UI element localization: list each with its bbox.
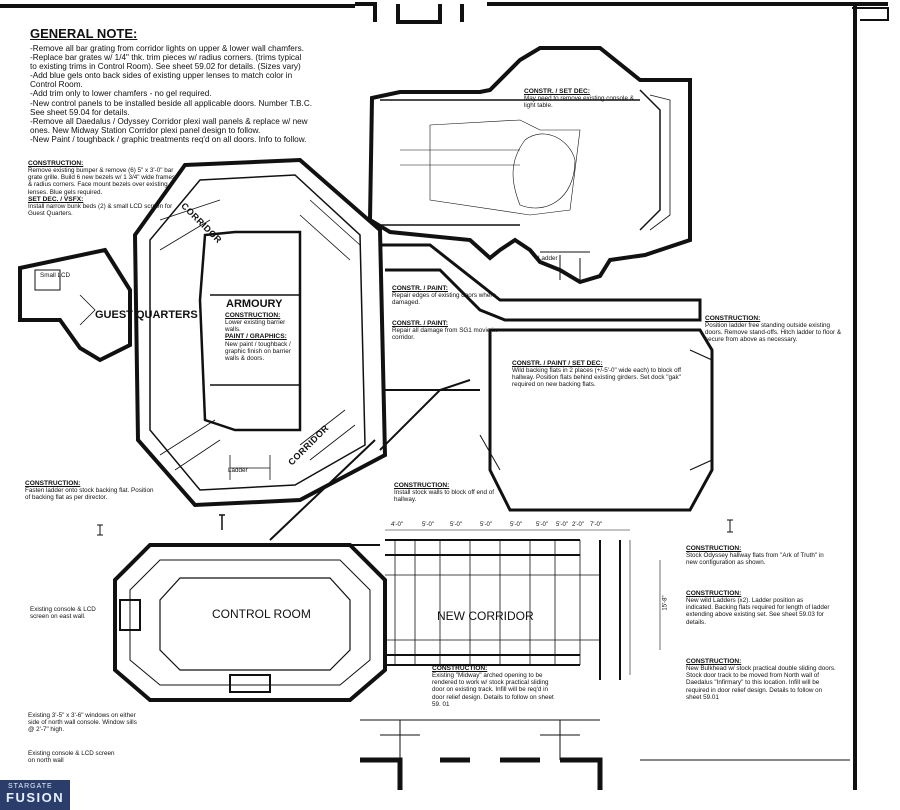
general-note: GENERAL NOTE: -Remove all bar grating fr…	[30, 26, 330, 145]
label-new-corridor: NEW CORRIDOR	[437, 609, 534, 623]
note-heading: CONSTRUCTION:	[432, 665, 488, 672]
note-hall-construction: CONSTRUCTION: Install stock walls to blo…	[394, 482, 499, 503]
dim-label: 5'-0"	[450, 522, 462, 528]
general-note-title: GENERAL NOTE:	[30, 26, 138, 41]
note-top-setdec: CONSTR. / SET DEC: May need to remove ex…	[524, 88, 634, 109]
dim-label: 5'-0"	[480, 522, 492, 528]
note-windows: Existing 3'-5" x 3'-6" windows on either…	[28, 712, 137, 734]
note-text: Wild backing flats in 2 places (+/-5'-0"…	[512, 367, 682, 389]
note-text: Repair edges of existing doors where dam…	[392, 292, 496, 307]
note-right-3: CONSTRUCTION: New Bulkhead w/ stock prac…	[686, 658, 836, 701]
general-note-line: -Add trim only to lower chamfers - no ge…	[30, 89, 212, 99]
label-small-lcd: Small LCD	[40, 272, 71, 279]
note-right-construction: CONSTRUCTION: Position ladder free stand…	[705, 315, 845, 344]
note-heading: PAINT / GRAPHICS:	[225, 333, 287, 341]
note-text: Remove existing bumper & remove (6) 5" x…	[28, 167, 176, 196]
dim-label: 7'-0"	[590, 522, 602, 528]
note-text: New paint / toughback / graphic finish o…	[225, 340, 291, 362]
note-heading: CONSTRUCTION:	[28, 160, 84, 167]
note-heading: CONSTRUCTION:	[25, 480, 81, 487]
note-text: New Bulkhead w/ stock practical double s…	[686, 665, 836, 701]
label-guest-quarters: GUEST QUARTERS	[95, 309, 198, 321]
general-note-line: See sheet 59.04 for details.	[30, 107, 130, 117]
note-text: May need to remove existing console & li…	[524, 95, 634, 110]
dim-label: 5'-0"	[510, 522, 522, 528]
general-note-line: -Add blue gels onto back sides of existi…	[30, 71, 293, 81]
note-mid-setdec: CONSTR. / PAINT / SET DEC: Wild backing …	[512, 360, 682, 389]
note-heading: CONSTRUCTION:	[394, 482, 450, 489]
general-note-line: to existing trims in Control Room). See …	[30, 61, 301, 71]
note-right-2: CONSTRUCTION: New wild Ladders (x2). Lad…	[686, 590, 831, 626]
note-heading: CONSTRUCTION:	[686, 545, 742, 552]
note-heading: CONSTR. / PAINT / SET DEC:	[512, 360, 603, 367]
note-paint-1: CONSTR. / PAINT: Repair edges of existin…	[392, 285, 502, 306]
dim-label: 5'-0"	[422, 522, 434, 528]
dim-label: 4'-0"	[391, 522, 403, 528]
note-heading: SET DEC. / VSFX:	[28, 195, 84, 203]
dim-vertical: 15'-8"	[662, 595, 669, 611]
note-heading: CONSTRUCTION:	[686, 590, 742, 597]
label-armoury: ARMOURY	[226, 298, 283, 310]
note-text: Install narrow bunk beds (2) & small LCD…	[28, 202, 173, 217]
note-text: Fasten ladder onto stock backing flat. P…	[25, 487, 154, 502]
note-console: Existing console & LCD screen on east wa…	[30, 606, 96, 621]
note-guest-construction: CONSTRUCTION: Remove existing bumper & r…	[28, 160, 178, 217]
general-note-line: -Remove all bar grating from corridor li…	[30, 43, 304, 53]
note-text: Lower existing barrier walls.	[225, 319, 286, 334]
note-text: Existing "Midway" arched opening to be r…	[432, 672, 554, 708]
label-control-room: CONTROL ROOM	[212, 607, 311, 621]
general-note-line: Control Room.	[30, 80, 83, 90]
badge-line-1: STARGATE	[8, 783, 53, 790]
note-bottom-construction: CONSTRUCTION: Existing "Midway" arched o…	[432, 665, 562, 708]
note-paint-2: CONSTR. / PAINT: Repair all damage from …	[392, 320, 502, 341]
dim-label: 5'-0"	[536, 522, 548, 528]
dim-label: 2'-0"	[572, 522, 584, 528]
note-text: Install stock walls to block off end of …	[394, 489, 494, 504]
note-left-construction: CONSTRUCTION: Fasten ladder onto stock b…	[25, 480, 155, 501]
note-text: Repair all damage from SG1 movie in corr…	[392, 327, 497, 342]
note-heading: CONSTR. / PAINT:	[392, 285, 448, 292]
note-armoury: CONSTRUCTION: Lower existing barrier wal…	[225, 312, 295, 362]
label-ladder-1: Ladder	[228, 467, 248, 474]
note-north-console: Existing console & LCD screen on north w…	[28, 750, 115, 765]
general-note-line: -Remove all Daedalus / Odyssey Corridor …	[30, 117, 308, 127]
general-note-line: -New control panels to be installed besi…	[30, 98, 313, 108]
badge-line-2: FUSION	[6, 790, 65, 805]
note-heading: CONSTR. / SET DEC:	[524, 88, 590, 95]
general-note-line: ones. New Midway Station Corridor plexi …	[30, 126, 261, 136]
label-ladder-2: Ladder	[538, 255, 558, 262]
note-text: Position ladder free standing outside ex…	[705, 322, 842, 344]
note-heading: CONSTRUCTION:	[225, 312, 281, 319]
general-note-line: -Replace bar grates w/ 1/4" thk. trim pi…	[30, 52, 302, 62]
note-heading: CONSTR. / PAINT:	[392, 320, 448, 327]
note-right-1: CONSTRUCTION: Stock Odyssey hallway flat…	[686, 545, 826, 566]
stargate-fusion-badge: STARGATE FUSION	[0, 780, 70, 810]
general-note-line: -New Paint / toughback / graphic treatme…	[30, 135, 307, 145]
note-heading: CONSTRUCTION:	[705, 315, 761, 322]
note-heading: CONSTRUCTION:	[686, 658, 742, 665]
note-text: New wild Ladders (x2). Ladder position a…	[686, 597, 830, 626]
note-text: Stock Odyssey hallway flats from "Ark of…	[686, 552, 824, 567]
dim-label: 5'-0"	[556, 522, 568, 528]
